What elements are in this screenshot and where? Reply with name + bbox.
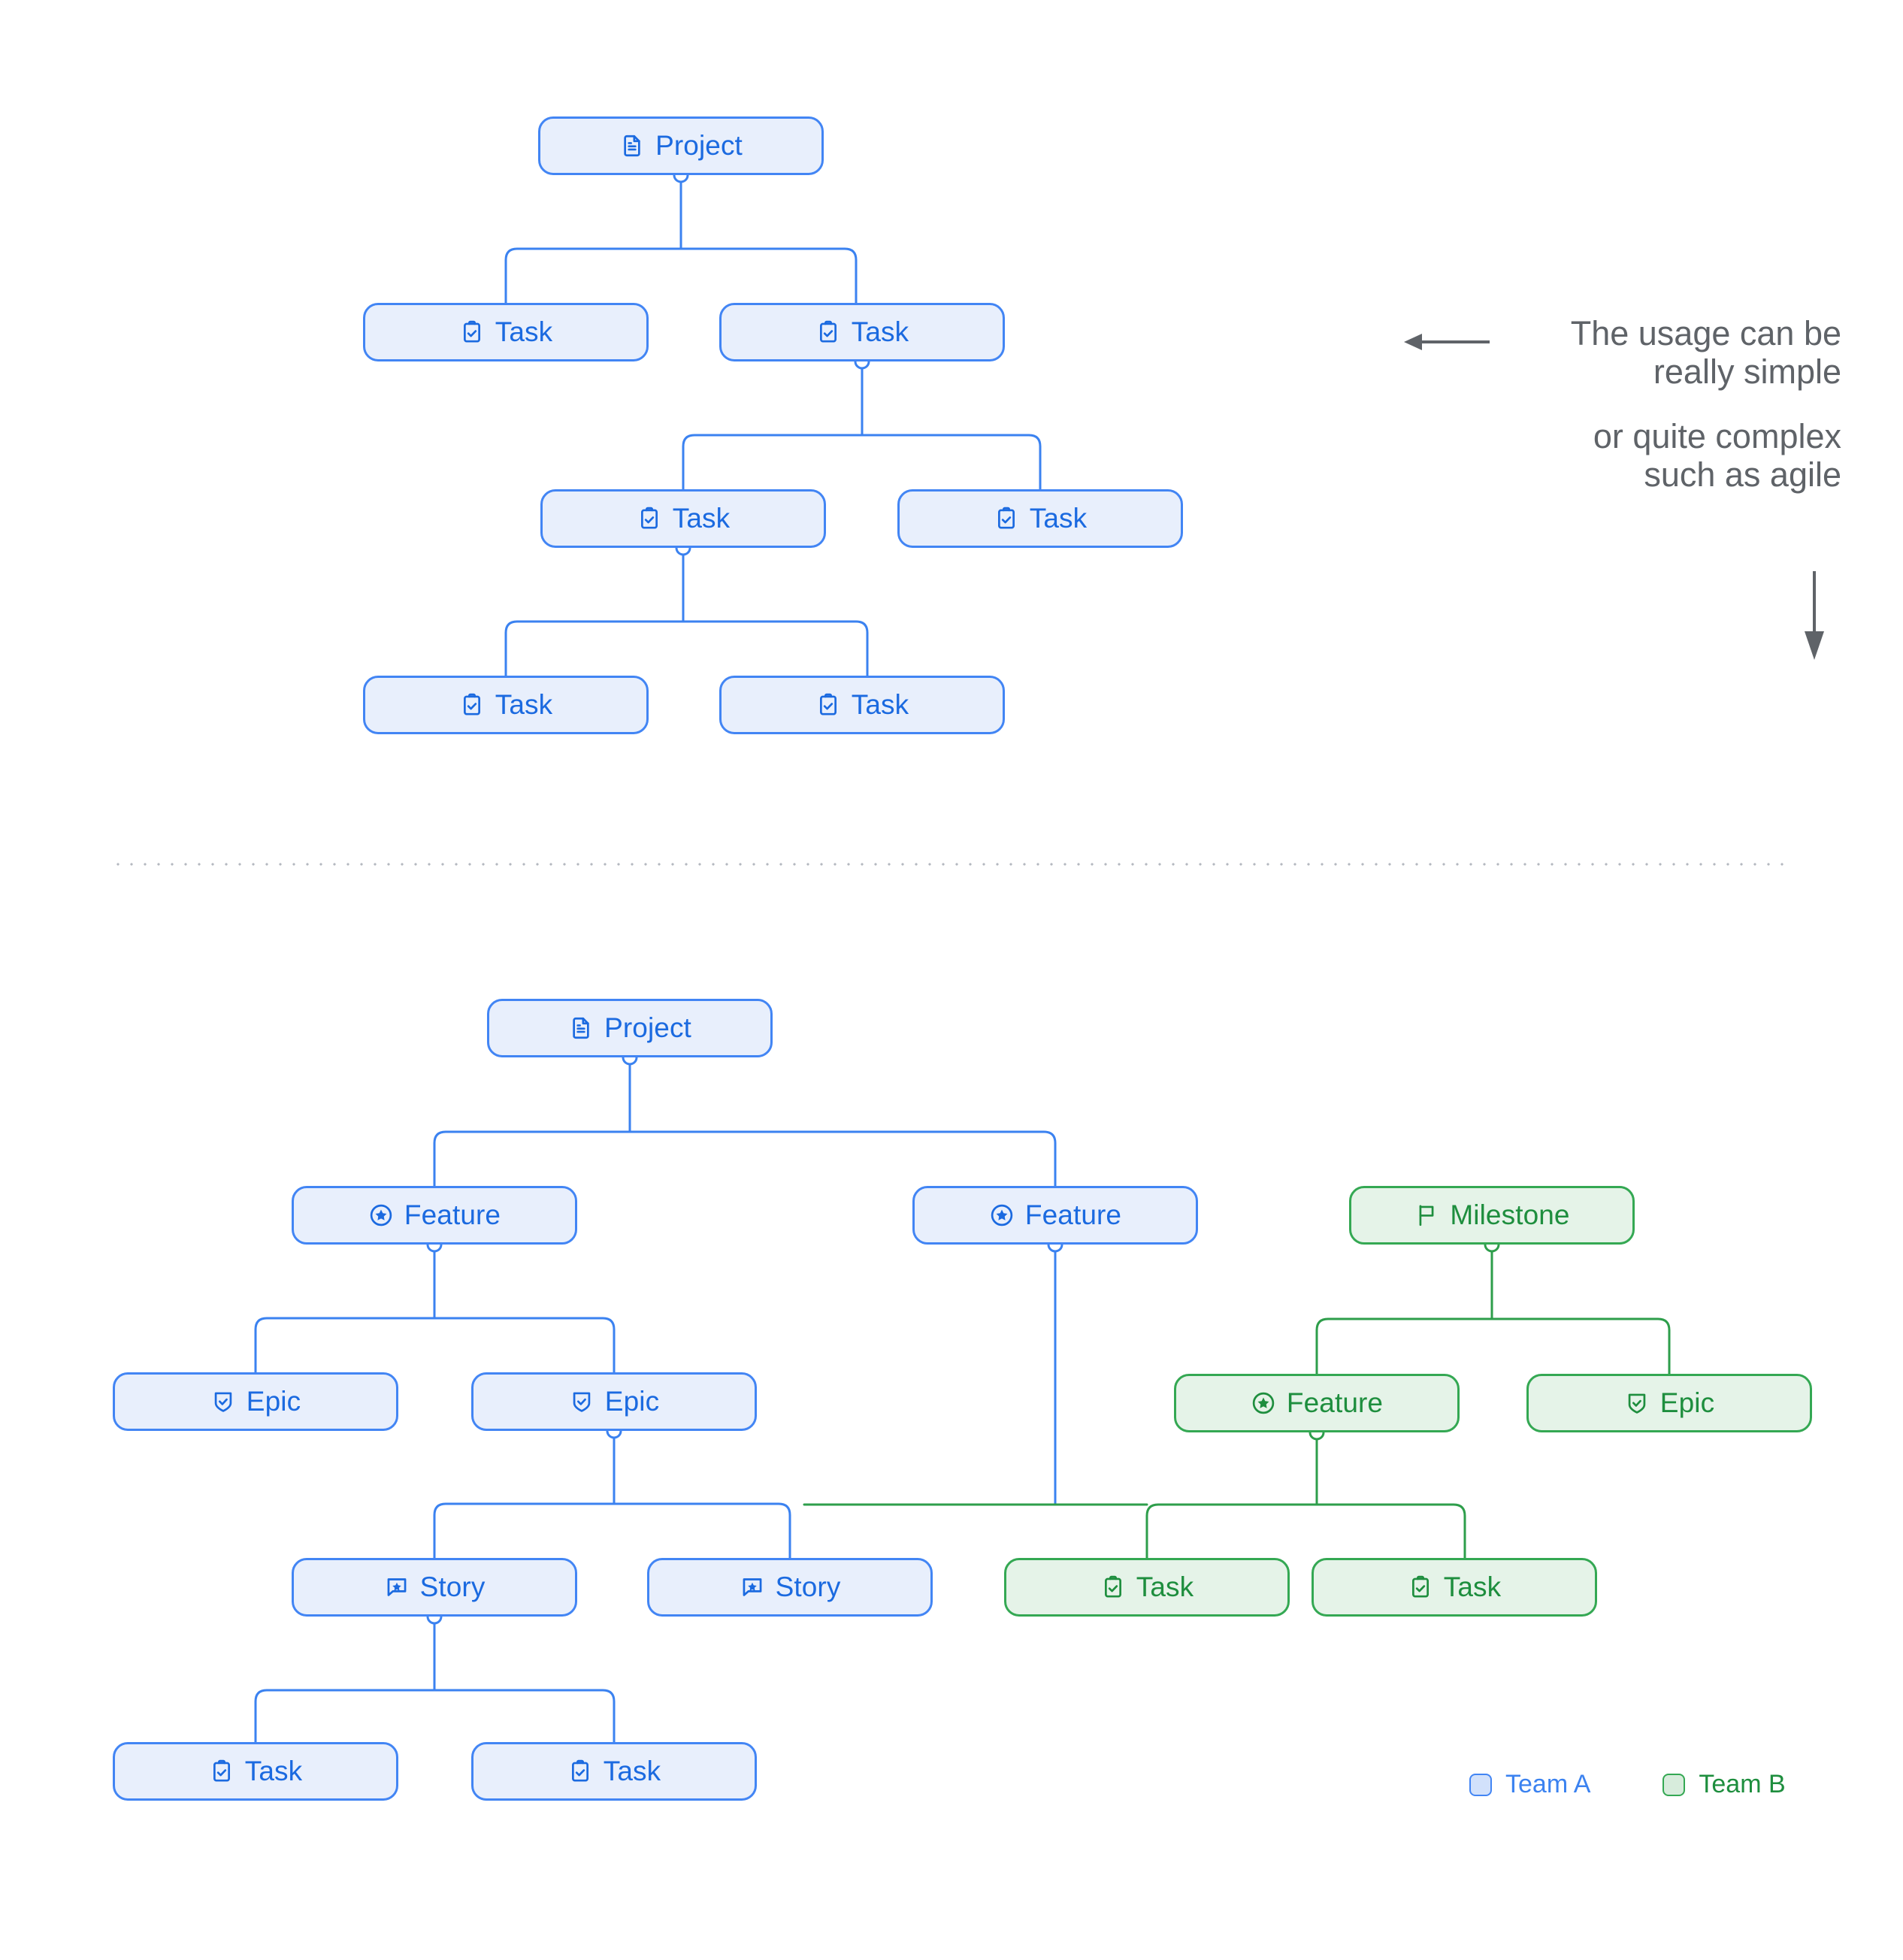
annotation-line: such as agile bbox=[1644, 455, 1841, 494]
node-project[interactable]: Project bbox=[538, 116, 824, 175]
node-epic[interactable]: Epic bbox=[113, 1372, 398, 1431]
node-task[interactable]: Task bbox=[363, 303, 649, 361]
node-task[interactable]: Task bbox=[363, 676, 649, 734]
node-label: Task bbox=[1443, 1571, 1502, 1602]
node-task[interactable]: Task bbox=[540, 489, 826, 548]
node-label: Feature bbox=[1024, 1199, 1122, 1230]
node-feature[interactable]: Feature bbox=[1174, 1374, 1460, 1432]
node-label: Feature bbox=[1286, 1387, 1384, 1418]
node-label: Epic bbox=[604, 1385, 660, 1417]
chat-star-icon bbox=[740, 1574, 765, 1600]
clipboard-check-icon bbox=[459, 692, 485, 718]
node-label: Task bbox=[851, 688, 909, 720]
edge-bottom-milestone-children bbox=[1315, 1243, 1671, 1375]
shield-check-icon bbox=[569, 1389, 594, 1414]
node-milestone[interactable]: Milestone bbox=[1349, 1186, 1635, 1245]
edge-bottom-feature1-children bbox=[254, 1243, 616, 1374]
document-icon bbox=[619, 133, 645, 159]
node-task[interactable]: Task bbox=[719, 676, 1005, 734]
clipboard-check-icon bbox=[815, 319, 841, 345]
node-label: Feature bbox=[404, 1199, 501, 1230]
node-story[interactable]: Story bbox=[292, 1558, 577, 1617]
arrow-left-icon bbox=[1404, 334, 1490, 350]
edge-top-task3-children bbox=[504, 546, 869, 677]
legend-item-team-a[interactable]: Team A bbox=[1469, 1770, 1590, 1799]
annotation-text: The usage can be really simple or quite … bbox=[1398, 314, 1841, 494]
edge-top-project-children bbox=[504, 174, 858, 304]
edge-top-task2-children bbox=[682, 360, 1042, 491]
annotation-line: The usage can be bbox=[1570, 314, 1841, 352]
section-divider bbox=[111, 863, 1793, 866]
edge-bottom-story1-children bbox=[254, 1615, 616, 1744]
star-circle-icon bbox=[989, 1202, 1015, 1228]
clipboard-check-icon bbox=[1100, 1574, 1126, 1600]
shield-check-icon bbox=[1624, 1390, 1650, 1416]
star-circle-icon bbox=[1251, 1390, 1276, 1416]
clipboard-check-icon bbox=[209, 1759, 234, 1784]
flag-icon bbox=[1414, 1202, 1439, 1228]
node-story[interactable]: Story bbox=[647, 1558, 933, 1617]
node-label: Task bbox=[672, 502, 731, 534]
node-label: Task bbox=[851, 316, 909, 347]
chat-star-icon bbox=[384, 1574, 410, 1600]
legend-swatch-green bbox=[1662, 1773, 1686, 1796]
shield-check-icon bbox=[210, 1389, 236, 1414]
arrow-down-icon bbox=[1805, 571, 1824, 660]
node-label: Story bbox=[419, 1571, 486, 1602]
node-project[interactable]: Project bbox=[487, 999, 773, 1057]
node-epic[interactable]: Epic bbox=[1526, 1374, 1812, 1432]
clipboard-check-icon bbox=[815, 692, 841, 718]
star-circle-icon bbox=[368, 1202, 394, 1228]
node-label: Project bbox=[655, 129, 743, 161]
node-feature[interactable]: Feature bbox=[292, 1186, 577, 1245]
legend-swatch-blue bbox=[1469, 1773, 1492, 1796]
node-task[interactable]: Task bbox=[471, 1742, 757, 1801]
node-label: Task bbox=[1136, 1571, 1194, 1602]
document-icon bbox=[568, 1015, 594, 1041]
node-task[interactable]: Task bbox=[719, 303, 1005, 361]
annotation-line: really simple bbox=[1653, 352, 1841, 392]
node-label: Milestone bbox=[1450, 1199, 1570, 1230]
node-task[interactable]: Task bbox=[897, 489, 1183, 548]
clipboard-check-icon bbox=[459, 319, 485, 345]
edge-bottom-project-children bbox=[433, 1056, 1057, 1187]
legend: Team A Team B bbox=[1469, 1770, 1786, 1799]
annotation-line: or quite complex bbox=[1593, 416, 1841, 455]
edge-bottom-feature3-children bbox=[803, 1431, 1466, 1559]
clipboard-check-icon bbox=[637, 506, 662, 531]
node-task[interactable]: Task bbox=[113, 1742, 398, 1801]
clipboard-check-icon bbox=[1408, 1574, 1433, 1600]
edge-bottom-epic2-children bbox=[433, 1429, 791, 1559]
node-label: Task bbox=[495, 688, 553, 720]
node-label: Epic bbox=[1659, 1387, 1715, 1418]
node-task[interactable]: Task bbox=[1312, 1558, 1597, 1617]
node-epic[interactable]: Epic bbox=[471, 1372, 757, 1431]
node-label: Project bbox=[604, 1012, 691, 1043]
clipboard-check-icon bbox=[994, 506, 1019, 531]
legend-label: Team B bbox=[1699, 1770, 1786, 1798]
node-label: Task bbox=[603, 1755, 661, 1786]
node-feature[interactable]: Feature bbox=[912, 1186, 1198, 1245]
node-label: Task bbox=[244, 1755, 303, 1786]
legend-label: Team A bbox=[1505, 1770, 1591, 1798]
node-label: Story bbox=[775, 1571, 841, 1602]
node-label: Task bbox=[1029, 502, 1088, 534]
legend-item-team-b[interactable]: Team B bbox=[1662, 1770, 1786, 1799]
node-task[interactable]: Task bbox=[1004, 1558, 1290, 1617]
node-label: Epic bbox=[246, 1385, 301, 1417]
clipboard-check-icon bbox=[567, 1759, 593, 1784]
node-label: Task bbox=[495, 316, 553, 347]
